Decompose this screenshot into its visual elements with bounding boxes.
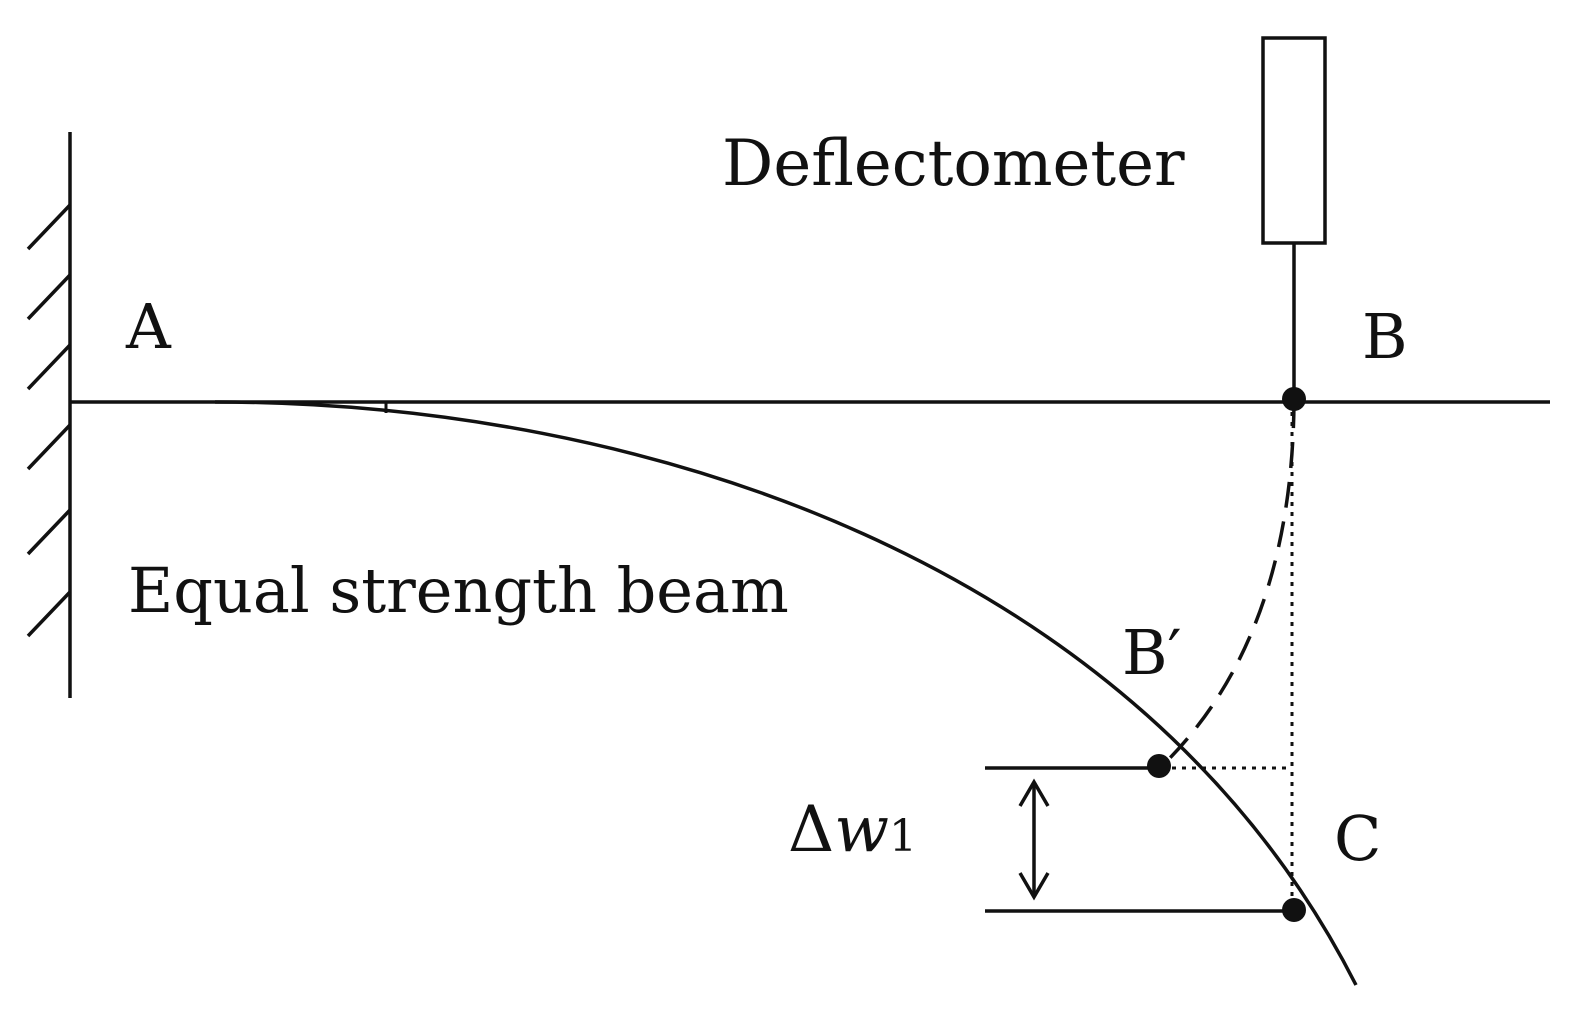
- wall-hatch: [26, 203, 72, 251]
- delta-symbol: Δ: [788, 793, 835, 867]
- point-b-label: B: [1362, 300, 1408, 373]
- fixed-wall-support: [26, 132, 72, 698]
- point-b-prime-dot: [1147, 754, 1171, 778]
- point-c-dot: [1282, 898, 1306, 922]
- dashed-path-b-to-b-prime: [1158, 401, 1296, 770]
- delta-variable: w: [834, 793, 889, 867]
- delta-arrow-head-up: [1018, 778, 1050, 807]
- deflected-beam-curve: [214, 400, 1358, 986]
- delta-subscript: 1: [889, 811, 917, 862]
- point-b-dot: [1282, 387, 1306, 411]
- delta-arrow-head-down: [1018, 872, 1050, 901]
- point-c-label: C: [1334, 802, 1382, 875]
- point-b-prime-label: B′: [1122, 616, 1182, 689]
- point-a-label: A: [126, 290, 171, 363]
- deflectometer-box: [1261, 36, 1327, 245]
- wall-hatch: [26, 590, 72, 638]
- wall-hatch: [26, 343, 72, 391]
- beam-label: Equal strength beam: [128, 554, 789, 627]
- deflectometer-label: Deflectometer: [722, 127, 1185, 201]
- delta-w1-label: Δw1: [788, 798, 917, 862]
- delta-w1-double-arrow: [1018, 778, 1050, 901]
- wall-hatch: [26, 508, 72, 556]
- wall-hatch: [26, 423, 72, 471]
- wall-hatch: [26, 273, 72, 321]
